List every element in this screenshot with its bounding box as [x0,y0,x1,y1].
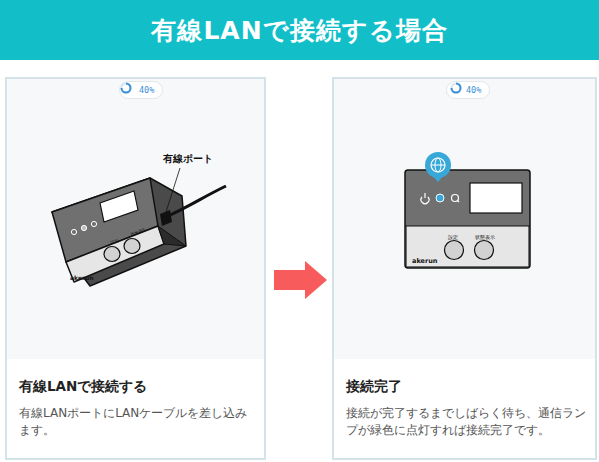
title-text: 有線LANで接続する場合 [151,14,447,47]
button-label: 設定 [448,234,458,240]
device-right [405,152,530,268]
spinner-arc [452,84,461,93]
button-label: 設定 [110,238,119,245]
panel-image-area [334,79,595,359]
part-label: 有線ポート [162,153,213,164]
button-label: 状態表示 [129,227,147,238]
step-description: 有線LANポートにLANケーブルを差し込みます。 [19,405,256,439]
step-panel: 接続完了接続が完了するまでしばらく待ち、通信ランプが緑色に点灯すれば接続完了です… [332,77,597,460]
progress-value: 40% [139,85,154,95]
spinner-track [452,84,461,93]
progress-value: 40% [466,85,481,95]
button-label: 状態表示 [474,234,495,240]
spinner-arc [122,84,131,93]
flow-arrow [274,261,327,299]
progress-pill: 40% [446,81,490,99]
spinner-track [122,84,131,93]
panel-image-area [7,79,264,359]
device-left [52,168,226,286]
step-description: 接続が完了するまでしばらく待ち、通信ランプが緑色に点灯すれば接続完了です。 [346,405,587,439]
brand-logo: akerun [412,257,438,265]
title-band: 有線LANで接続する場合 [0,0,599,60]
progress-pill: 40% [119,81,163,99]
step-panel: 有線LANで接続する有線LANポートにLANケーブルを差し込みます。 40% [5,77,266,460]
step-heading: 接続完了 [346,378,587,396]
step-heading: 有線LANで接続する [19,378,256,396]
brand-logo: akerun [70,274,93,281]
